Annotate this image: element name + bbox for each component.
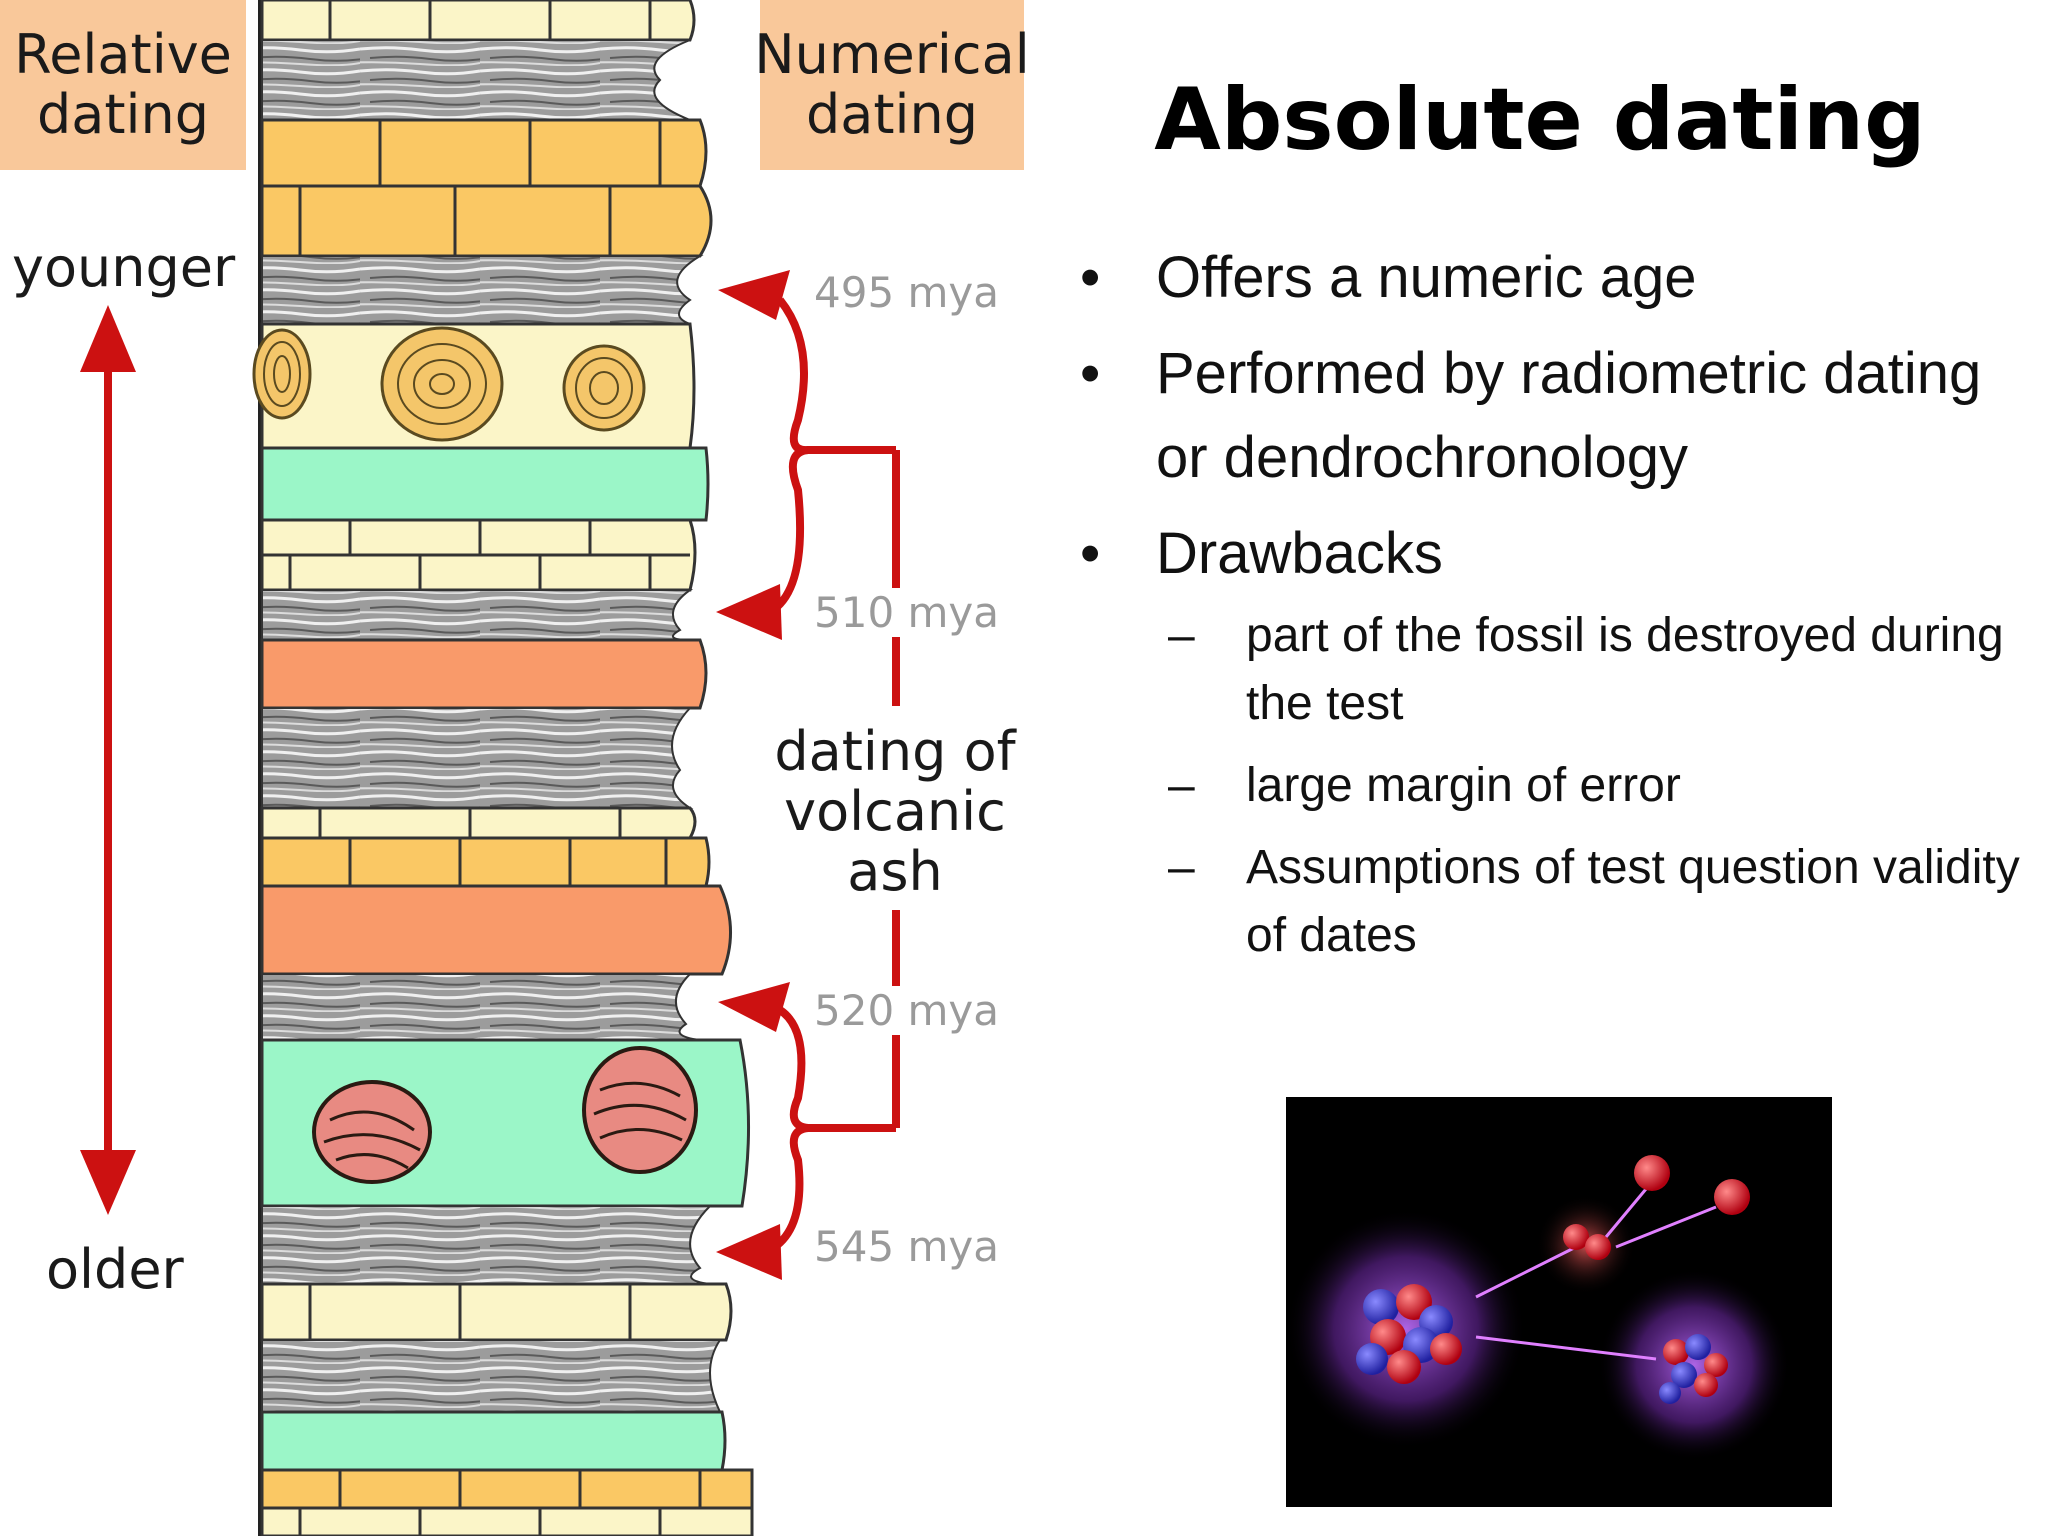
bracket-arrowheads xyxy=(716,270,790,1280)
relative-dating-line-2: dating xyxy=(36,83,210,146)
sub-bullet-item: Assumptions of test question validity of… xyxy=(1168,834,2020,970)
older-label: older xyxy=(46,1238,184,1301)
relative-dating-box: Relative dating xyxy=(0,0,246,170)
relative-age-arrow xyxy=(80,305,136,1215)
rock-layers xyxy=(252,0,754,1536)
age-label-545: 545 mya xyxy=(810,1222,1004,1271)
rock-strata-diagram xyxy=(80,0,900,1536)
numerical-dating-line-1: Numerical xyxy=(754,23,1030,86)
age-label-495: 495 mya xyxy=(810,268,1004,317)
radioactive-decay-icon xyxy=(1286,1155,1790,1461)
younger-label: younger xyxy=(12,236,236,299)
radioactive-decay-image xyxy=(1286,1097,1832,1507)
bullet-text: Drawbacks xyxy=(1156,521,1443,586)
volcanic-ash-label: dating of volcanic ash xyxy=(745,714,1045,910)
age-label-510: 510 mya xyxy=(810,588,1004,637)
ash-label-line-2: volcanic ash xyxy=(784,780,1006,903)
sub-bullet-list: part of the fossil is destroyed during t… xyxy=(1168,602,2020,970)
numerical-dating-box: Numerical dating xyxy=(754,0,1030,170)
ash-label-line-1: dating of xyxy=(774,720,1016,783)
bullet-item: Offers a numeric age xyxy=(1080,236,2020,320)
bullet-item: Performed by radiometric dating or dendr… xyxy=(1080,332,2020,500)
bullet-item-drawbacks: Drawbacks part of the fossil is destroye… xyxy=(1080,512,2020,970)
bullet-list: Offers a numeric age Performed by radiom… xyxy=(1080,236,2020,984)
sub-bullet-item: part of the fossil is destroyed during t… xyxy=(1168,602,2020,738)
slide-title: Absolute dating xyxy=(1154,70,1926,170)
relative-dating-line-1: Relative xyxy=(14,23,232,86)
age-label-520: 520 mya xyxy=(810,986,1004,1035)
sub-bullet-item: large margin of error xyxy=(1168,752,2020,820)
numerical-dating-line-2: dating xyxy=(805,83,979,146)
